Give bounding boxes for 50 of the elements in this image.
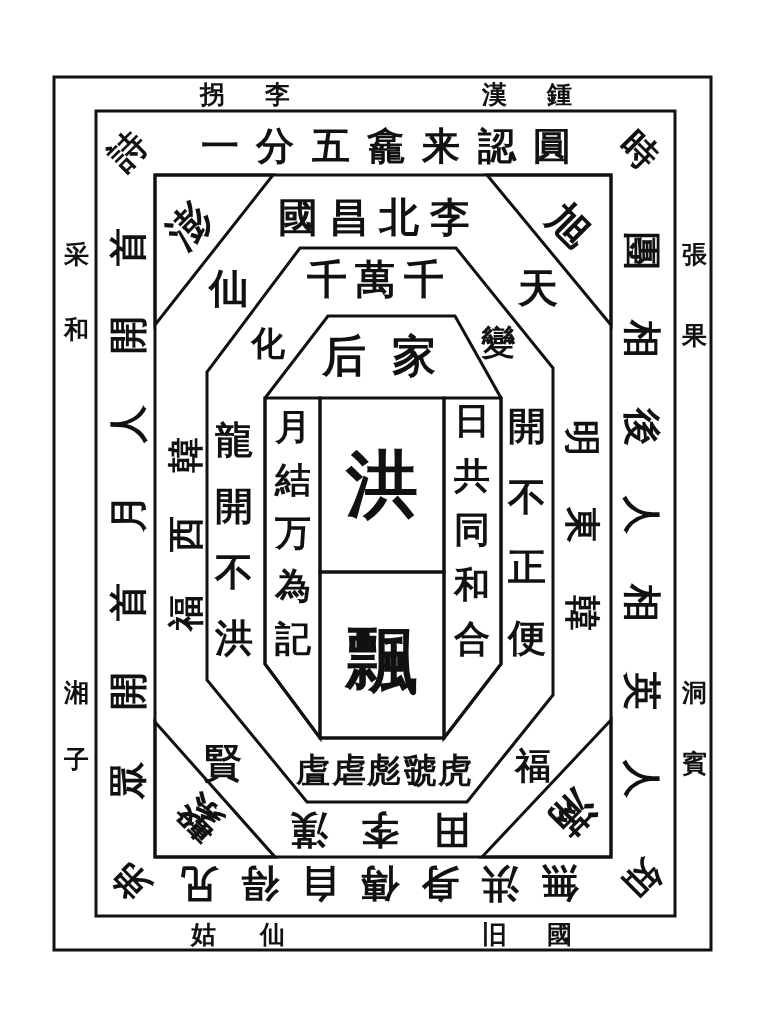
rotated-character-row: 眾開首月人開首 — [108, 227, 146, 799]
character: 化 — [251, 326, 285, 360]
side-column — [442, 396, 503, 740]
character-row: 虘虐彪虢虎 — [296, 753, 472, 787]
corner-character: 弟 — [105, 856, 157, 908]
side-column — [263, 396, 322, 740]
rotated-character-row: 福西韓 — [167, 437, 203, 631]
character-column: 日共同和合 — [454, 402, 490, 656]
center-cell — [318, 396, 446, 574]
character-row: 國昌北李 — [278, 197, 470, 237]
corner-character: 旭 — [539, 196, 599, 256]
character-column: 張果 — [681, 242, 707, 348]
corner-triangle — [153, 173, 275, 327]
character: 福 — [515, 747, 551, 783]
corner-triangle — [485, 173, 613, 327]
large-character: 洪 — [346, 448, 418, 520]
character-row: 后家 — [322, 334, 436, 378]
corner-character: 時 — [614, 124, 666, 176]
character: 變 — [481, 325, 515, 359]
character: 天 — [518, 268, 558, 308]
character-column: 龍開不洪 — [215, 421, 253, 657]
character-column: 洞賓 — [681, 680, 707, 776]
corner-character: 滿 — [543, 783, 603, 843]
character-row: 一分五龕来認圓 — [201, 127, 571, 165]
character-row: 千萬千 — [306, 259, 444, 299]
large-character: 飄 — [346, 624, 418, 696]
rotated-character-row: 明東韓 — [564, 419, 600, 631]
character-row: 姑仙 — [191, 921, 285, 947]
character-row: 拐李 — [200, 81, 290, 107]
square-panel — [153, 173, 613, 859]
rotated-character-row: 田李漢 — [290, 811, 470, 849]
corner-character: 知 — [617, 854, 669, 906]
corner-triangle — [480, 718, 613, 859]
character-row: 旧國 — [482, 921, 572, 947]
corner-character: 澎 — [160, 196, 220, 256]
character-row: 漢鍾 — [482, 81, 572, 107]
character: 賢 — [204, 744, 242, 782]
character-column: 開不正便 — [508, 407, 546, 657]
center-cell — [318, 570, 446, 740]
character-column: 采和 — [63, 242, 89, 342]
character-column: 月結万為記 — [275, 408, 311, 656]
rotated-character-row: 無洪身傳自得兄 — [181, 865, 579, 903]
outer-frame — [52, 75, 713, 952]
inner-frame — [94, 109, 677, 918]
rotated-character-row: 團相後人相英人 — [622, 231, 660, 799]
character: 仙 — [209, 268, 249, 308]
corner-character: 繫 — [170, 787, 230, 847]
corner-triangle — [153, 720, 277, 859]
corner-character: 詩 — [102, 124, 154, 176]
character-column: 湘子 — [63, 680, 89, 772]
